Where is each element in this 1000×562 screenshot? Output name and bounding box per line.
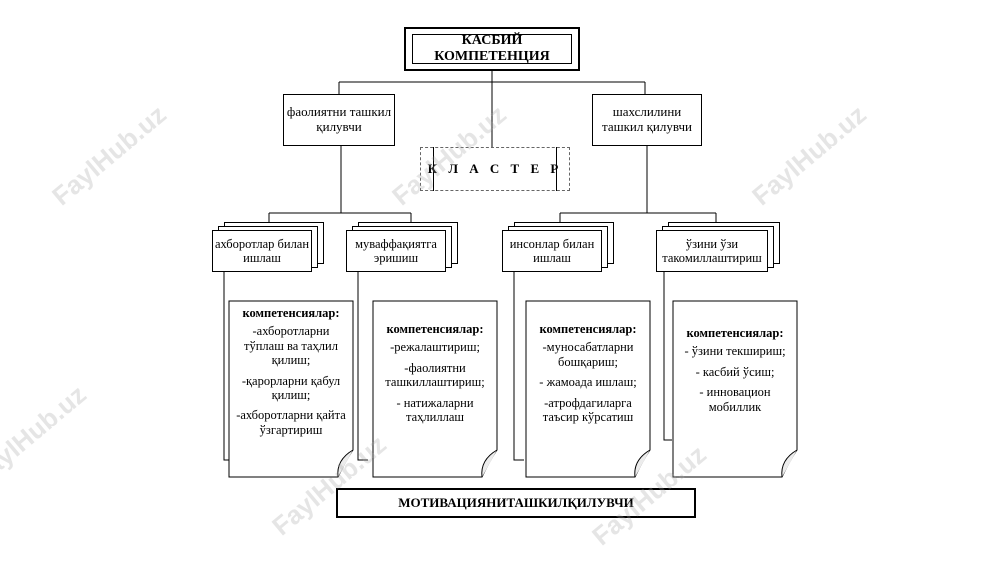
title-box: КАСБИЙ КОМПЕТЕНЦИЯ [404, 27, 580, 71]
left-organizer-box: фаолиятни ташкил қилувчи [283, 94, 395, 146]
competency-item: -қарорларни қабул қилиш; [241, 373, 341, 402]
branch-stack-4: ўзини ўзи такомиллаштириш [656, 222, 782, 272]
branch-stack-2: муваффақиятга эришиш [346, 222, 458, 272]
page-curl-shape [372, 300, 498, 478]
branch-label-2: муваффақиятга эришиш [355, 237, 437, 265]
branch-card-3: инсонлар билан ишлаш [502, 230, 602, 272]
title-text: КАСБИЙ КОМПЕТЕНЦИЯ [434, 33, 550, 64]
competency-heading-1: компетенсиялар: [242, 306, 340, 320]
cluster-box: К Л А С Т Е Р [420, 147, 570, 191]
cluster-text: К Л А С Т Е Р [427, 160, 563, 176]
competency-content-1: компетенсиялар: -ахборотларни тўплаш ва … [232, 306, 350, 443]
competency-heading-3: компетенсиялар: [539, 322, 637, 336]
competency-item: - инновацион мобиллик [699, 385, 771, 414]
competency-item: -режалаштириш; [390, 340, 480, 355]
right-organizer-box: шахслилини ташкил қилувчи [592, 94, 702, 146]
competency-item: - натижаларни таҳлиллаш [396, 395, 474, 424]
competency-heading-4: компетенсиялар: [686, 326, 784, 340]
right-organizer-text: шахслилини ташкил қилувчи [601, 104, 693, 134]
competency-content-3: компетенсиялар: -муносабатларни бошқариш… [529, 322, 647, 430]
connector-bracket-3 [513, 270, 524, 461]
competency-item: -ахборотларни тўплаш ва таҳлил қилиш; [244, 324, 338, 368]
left-organizer-text: фаолиятни ташкил қилувчи [286, 104, 392, 134]
competency-item: -ахборотларни қайта ўзгартириш [236, 408, 346, 437]
branch-card-1: ахборотлар билан ишлаш [212, 230, 312, 272]
branch-stack-3: инсонлар билан ишлаш [502, 222, 614, 272]
page-curl-shape [525, 300, 651, 478]
competency-page-4: компетенсиялар: - ўзини текшириш; - касб… [672, 300, 798, 478]
branch-card-4: ўзини ўзи такомиллаштириш [656, 230, 768, 272]
page-curl-shape [672, 300, 798, 478]
branch-label-4: ўзини ўзи такомиллаштириш [662, 237, 762, 265]
page-curl-shape [228, 300, 354, 478]
competency-item: - жамоада ишлаш; [539, 375, 637, 390]
competency-page-2: компетенсиялар: -режалаштириш; -фаолиятн… [372, 300, 498, 478]
branch-label-3: инсонлар билан ишлаш [509, 237, 595, 265]
competency-item: - ўзини текшириш; [684, 344, 786, 359]
competency-item: -фаолиятни ташкиллаштириш; [385, 360, 485, 390]
competency-item: -муносабатларни бошқариш; [542, 340, 634, 369]
competency-page-1: компетенсиялар: -ахборотларни тўплаш ва … [228, 300, 354, 478]
motivation-text: МОТИВАЦИЯНИТАШКИЛҚИЛУВЧИ [398, 494, 634, 510]
competency-item: -атрофдагиларга таъсир кўрсатиш [542, 395, 634, 424]
connector-bracket-2 [357, 270, 368, 461]
competency-item: - касбий ўсиш; [695, 364, 775, 379]
branch-card-2: муваффақиятга эришиш [346, 230, 446, 272]
connector-bracket-4 [663, 270, 672, 441]
competency-content-4: компетенсиялар: - ўзини текшириш; - касб… [676, 326, 794, 420]
branch-stack-1: ахборотлар билан ишлаш [212, 222, 324, 272]
competency-page-3: компетенсиялар: -муносабатларни бошқариш… [525, 300, 651, 478]
competency-content-2: компетенсиялар: -режалаштириш; -фаолиятн… [376, 322, 494, 430]
title-inner-frame: КАСБИЙ КОМПЕТЕНЦИЯ [412, 33, 572, 64]
competency-heading-2: компетенсиялар: [386, 322, 484, 336]
cluster-inner-rails [433, 147, 557, 191]
motivation-box: МОТИВАЦИЯНИТАШКИЛҚИЛУВЧИ [336, 488, 696, 518]
branch-label-1: ахборотлар билан ишлаш [214, 237, 310, 265]
